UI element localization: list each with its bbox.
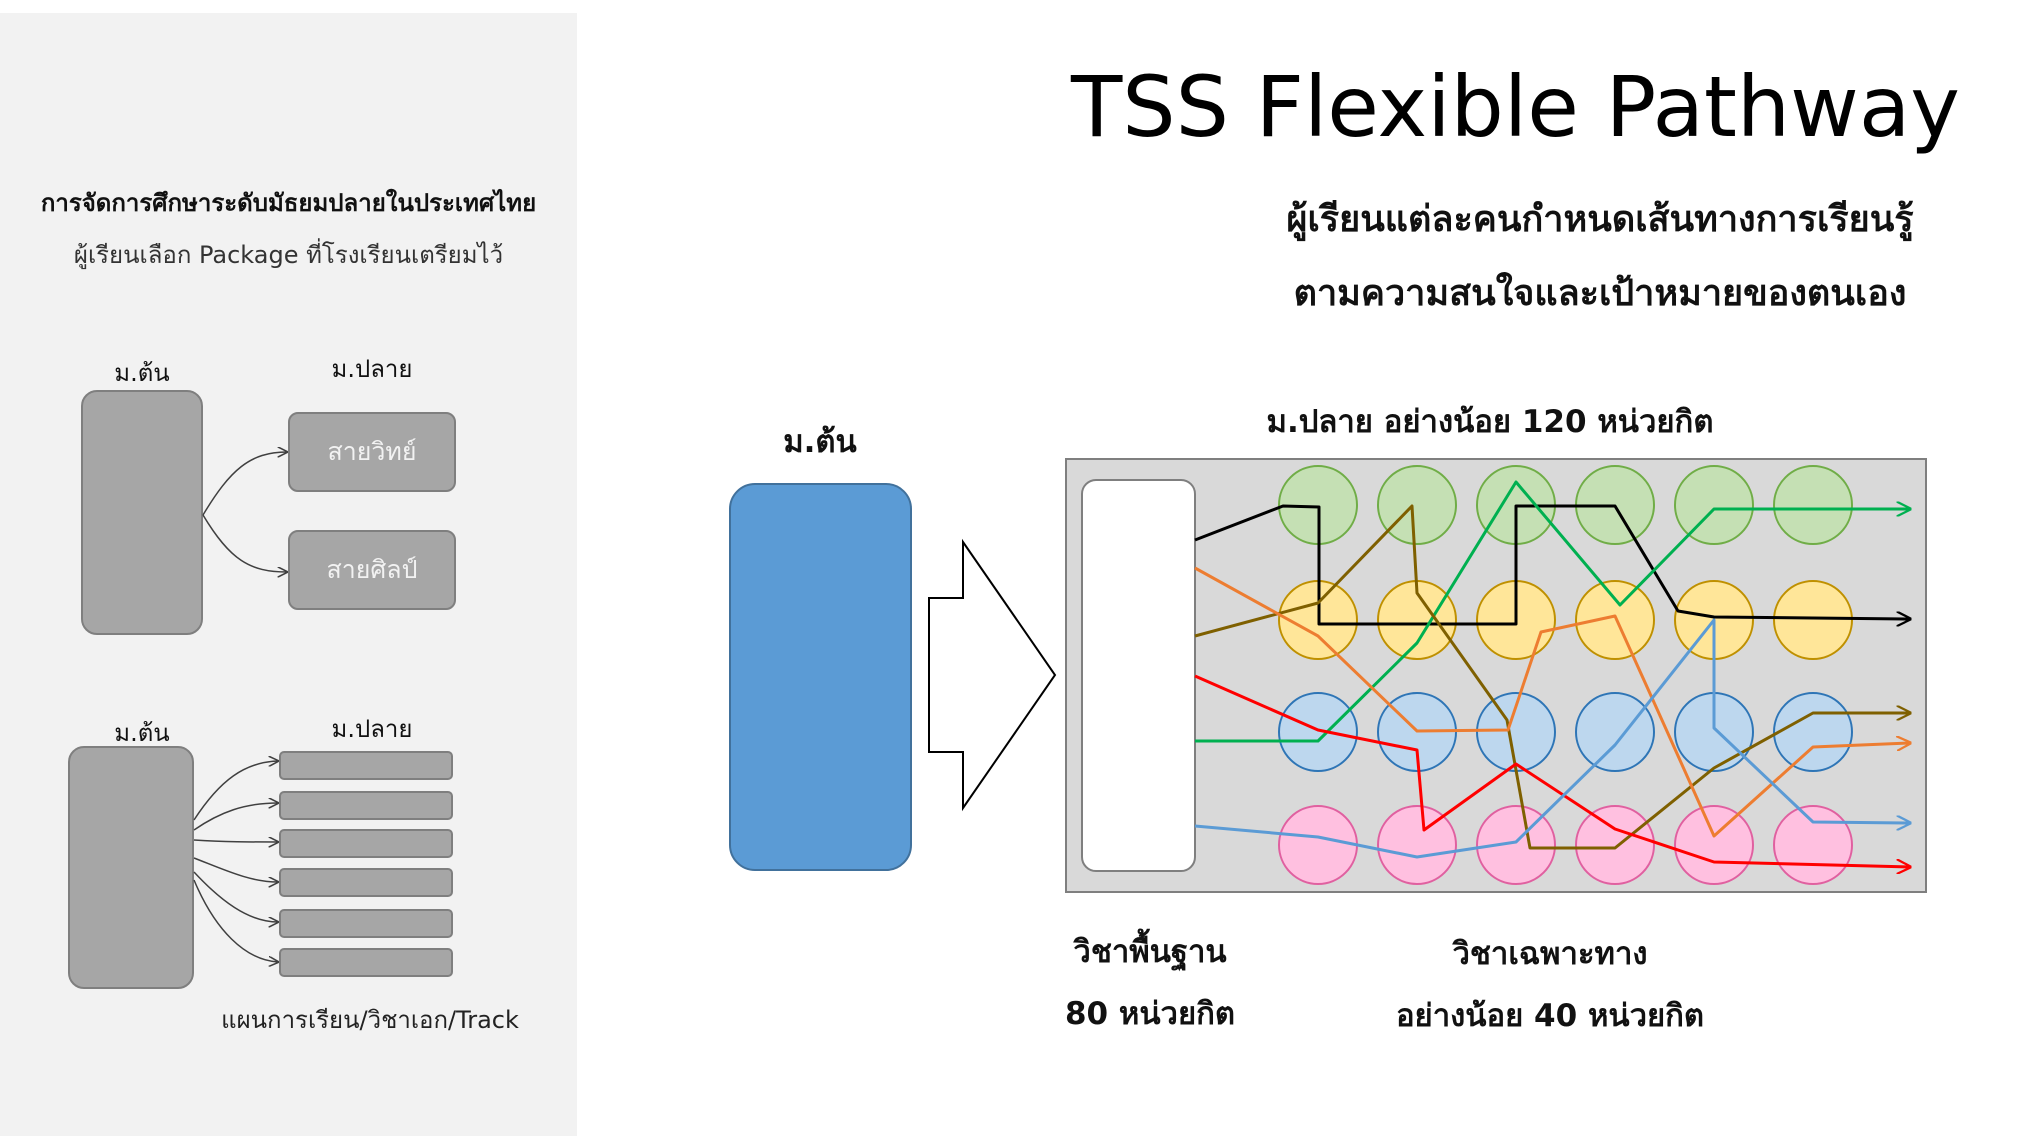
- connector-arrow: [193, 857, 278, 882]
- course-circle: [1476, 805, 1556, 885]
- course-circle: [1575, 805, 1655, 885]
- pathway-blue: [1194, 618, 1910, 859]
- pathway-green: [1195, 480, 1910, 743]
- upper-secondary-label: ม.ปลาย อย่างน้อย 120 หน่วยกิต: [1266, 404, 1714, 440]
- course-circle: [1278, 805, 1358, 885]
- track-bar: [279, 909, 453, 938]
- course-circle: [1575, 580, 1655, 660]
- course-circle: [1773, 805, 1853, 885]
- bottom-lower-secondary-box: [68, 746, 194, 989]
- top-lower-label: ม.ต้น: [114, 359, 170, 387]
- connector-arrow: [193, 871, 278, 922]
- track-bar: [279, 948, 453, 977]
- circle-row-pink: [1278, 805, 1853, 885]
- pathway-black: [1194, 504, 1910, 624]
- top-lower-secondary-box: [81, 390, 203, 635]
- elective-label-line1: วิชาเฉพาะทาง: [1452, 936, 1648, 972]
- course-circle: [1377, 805, 1457, 885]
- track-bar: [279, 868, 453, 897]
- subtitle-line2: ตามความสนใจและเป้าหมายของตนเอง: [1293, 273, 1907, 314]
- bottom-upper-label: ม.ปลาย: [331, 715, 413, 743]
- connector-arrow: [193, 803, 278, 831]
- pathway-orange: [1194, 566, 1910, 838]
- core-label-line2: 80 หน่วยกิต: [1064, 996, 1236, 1032]
- connector-arrow: [193, 879, 278, 962]
- pathway-red: [1194, 674, 1910, 867]
- course-circle: [1575, 692, 1655, 772]
- track-bar: [279, 791, 453, 820]
- bottom-caption: แผนการเรียน/วิชาเอก/Track: [221, 1006, 519, 1034]
- page-title: TSS Flexible Pathway: [1070, 58, 1960, 156]
- lower-secondary-label: ม.ต้น: [783, 424, 857, 460]
- connector-arrow: [193, 840, 278, 842]
- track-arts-box: สายศิลป์: [288, 530, 456, 610]
- course-circle: [1674, 805, 1754, 885]
- top-upper-label: ม.ปลาย: [331, 355, 413, 383]
- left-subheading: ผู้เรียนเลือก Package ที่โรงเรียนเตรียมไ…: [73, 241, 504, 269]
- track-bar: [279, 751, 453, 780]
- subtitle-line1: ผู้เรียนแต่ละคนกำหนดเส้นทางการเรียนรู้: [1286, 199, 1914, 240]
- core-subjects-box: [1081, 479, 1196, 872]
- course-circle: [1278, 692, 1358, 772]
- elective-label-line2: อย่างน้อย 40 หน่วยกิต: [1395, 998, 1705, 1034]
- left-heading: การจัดการศึกษาระดับมัธยมปลายในประเทศไทย: [40, 189, 537, 217]
- core-label-line1: วิชาพื้นฐาน: [1073, 934, 1227, 970]
- track-science-label: สายวิทย์: [327, 437, 417, 466]
- pathway-brown: [1194, 504, 1910, 850]
- connector-arrow: [193, 761, 278, 821]
- track-science-box: สายวิทย์: [288, 412, 456, 492]
- connector-arrow: [202, 452, 287, 516]
- big-right-arrow: [928, 538, 1057, 812]
- course-circle: [1773, 465, 1853, 545]
- track-bar: [279, 829, 453, 858]
- course-circle: [1773, 580, 1853, 660]
- bottom-lower-label: ม.ต้น: [114, 719, 170, 747]
- connector-arrow: [202, 514, 287, 572]
- course-circle: [1377, 465, 1457, 545]
- track-arts-label: สายศิลป์: [326, 555, 418, 584]
- course-circle: [1773, 692, 1853, 772]
- course-circle: [1674, 465, 1754, 545]
- circle-row-yellow: [1278, 580, 1853, 660]
- lower-secondary-box: [729, 483, 912, 871]
